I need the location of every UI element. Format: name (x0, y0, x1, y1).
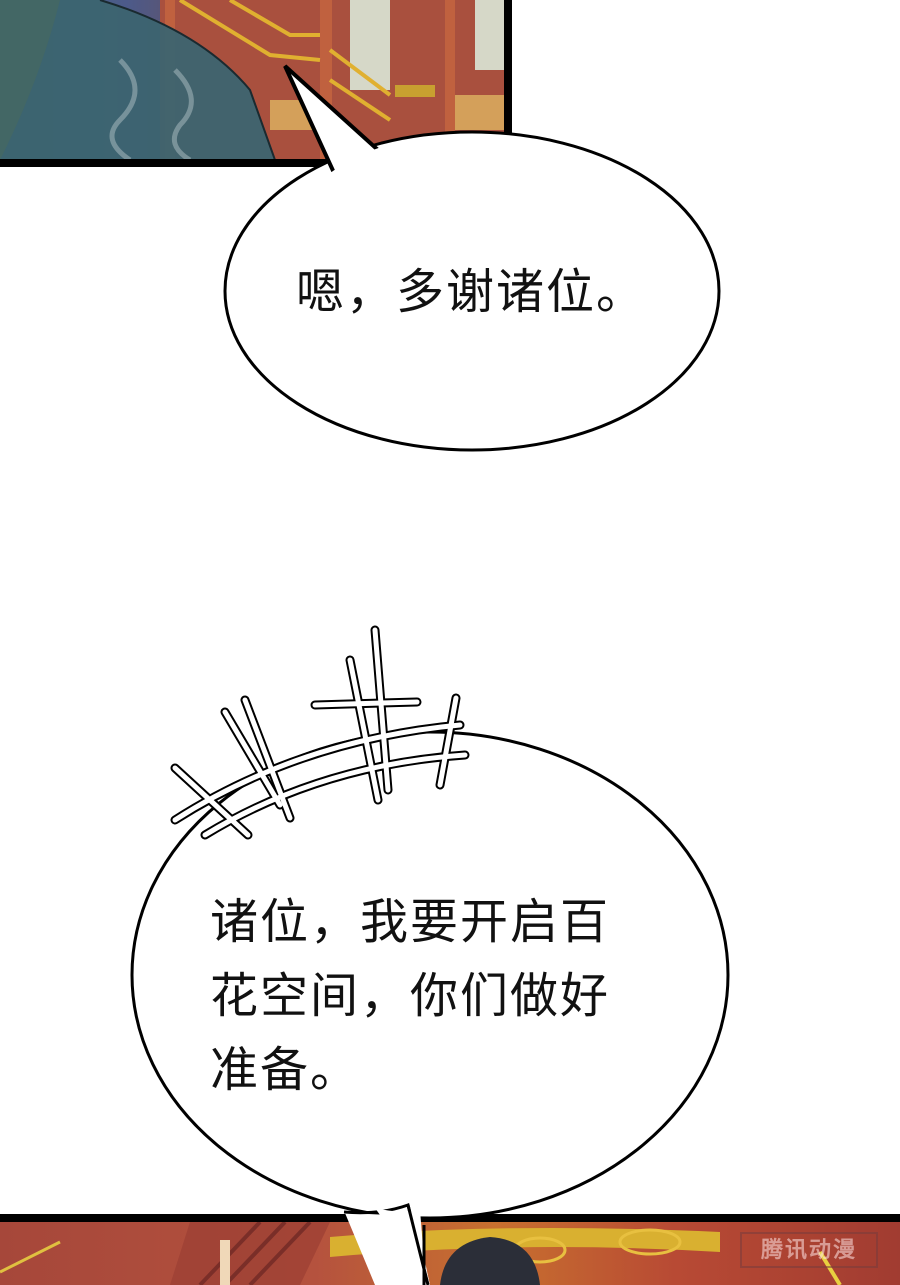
speech-bubble-1-text: 嗯，多谢诸位。 (296, 264, 647, 320)
character-head (440, 1237, 540, 1285)
comic-panel-top (0, 0, 512, 167)
speech-bubble-2-text: 诸位，我要开启百 花空间，你们做好 准备。 (210, 894, 611, 1098)
emphasis-hatch-marks (170, 625, 470, 840)
palace-background-illustration (0, 0, 504, 159)
publisher-watermark: 腾讯动漫 (740, 1232, 878, 1268)
